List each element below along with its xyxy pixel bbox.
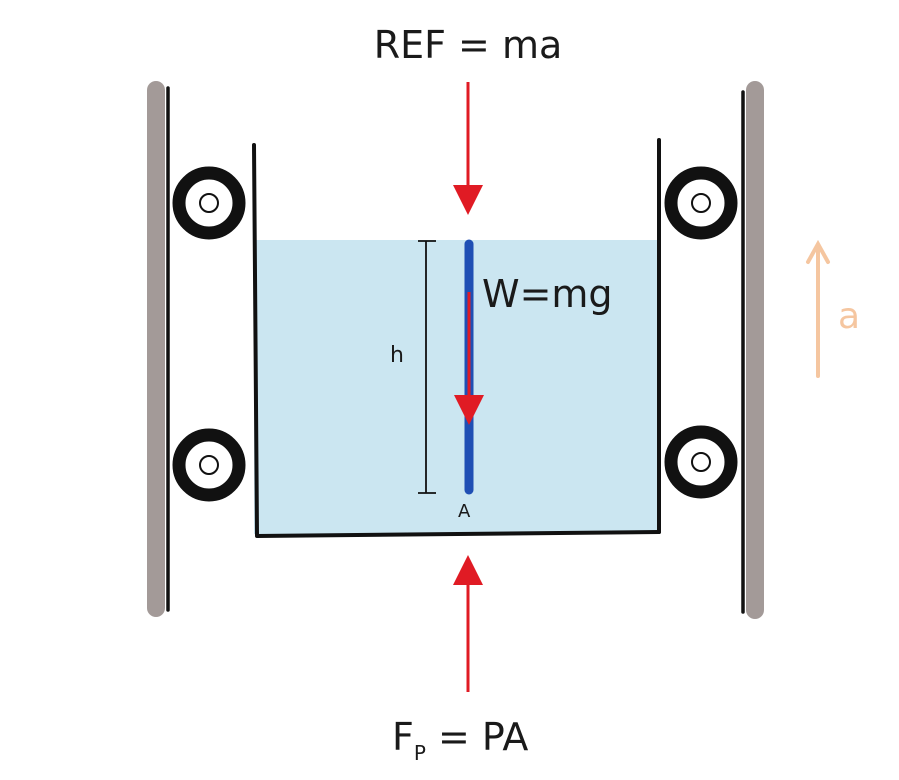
force-subscript: P xyxy=(414,741,426,765)
roller-top-left xyxy=(172,166,246,240)
weight-label: W=mg xyxy=(482,272,613,316)
bottom-force-label: FP = PA xyxy=(392,715,528,765)
roller-bottom-left xyxy=(172,428,246,502)
point-a-label: A xyxy=(458,501,471,522)
water xyxy=(254,240,659,534)
top-force-label: REF = ma xyxy=(374,23,563,67)
roller-bottom-right xyxy=(664,425,738,499)
height-dimension xyxy=(418,240,436,494)
height-label: h xyxy=(390,343,404,368)
left-wall xyxy=(147,81,170,617)
acceleration-label: a xyxy=(838,296,860,337)
force-equals: = PA xyxy=(426,715,528,759)
acceleration-arrow xyxy=(806,239,830,378)
container xyxy=(252,138,661,538)
roller-top-right xyxy=(664,166,738,240)
force-symbol: F xyxy=(392,715,414,759)
right-wall xyxy=(741,81,764,619)
